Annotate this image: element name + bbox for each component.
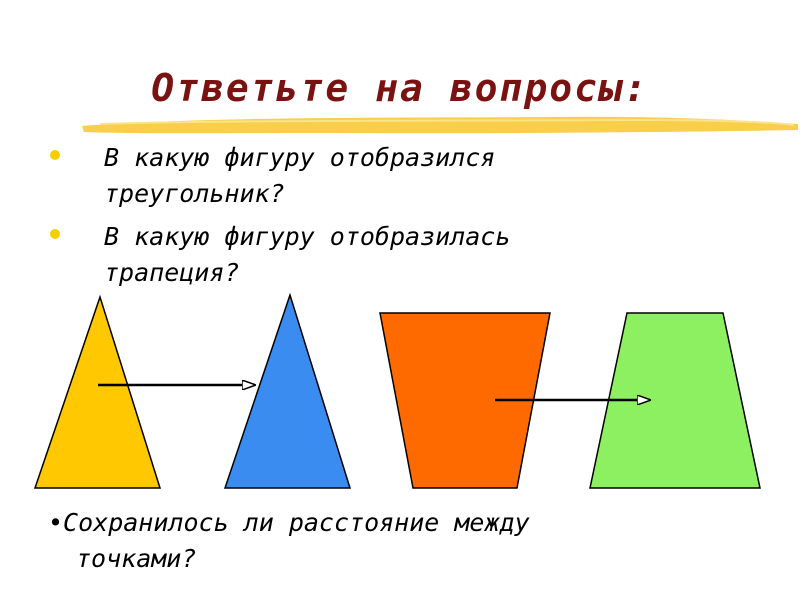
question-line-2: треугольник? (104, 179, 285, 208)
green-trapezoid (589, 312, 761, 489)
title-underline-brush (82, 116, 798, 134)
bottom-question-line-2: точками? (76, 544, 197, 573)
question-item: В какую фигуру отобразилась трапеция? (50, 219, 770, 291)
orange-trapezoid (379, 312, 551, 489)
bullet-dot-icon (50, 229, 60, 239)
shapes-illustration (33, 292, 761, 489)
bottom-question: •Сохранилось ли расстояние между точками… (48, 505, 748, 577)
blue-triangle (223, 292, 352, 489)
question-line-1: В какую фигуру отобразился (104, 143, 496, 172)
bottom-question-line-1: •Сохранилось ли расстояние между (48, 508, 530, 537)
bullet-dot-icon (50, 150, 60, 160)
brush-stroke-highlight (99, 118, 795, 126)
yellow-triangle (33, 294, 162, 489)
question-line-1: В какую фигуру отобразилась (104, 222, 511, 251)
question-line-2: трапеция? (104, 258, 240, 287)
question-list: В какую фигуру отобразился треугольник? … (50, 140, 770, 298)
slide-title: Ответьте на вопросы: (151, 66, 649, 110)
question-item: В какую фигуру отобразился треугольник? (50, 140, 770, 212)
